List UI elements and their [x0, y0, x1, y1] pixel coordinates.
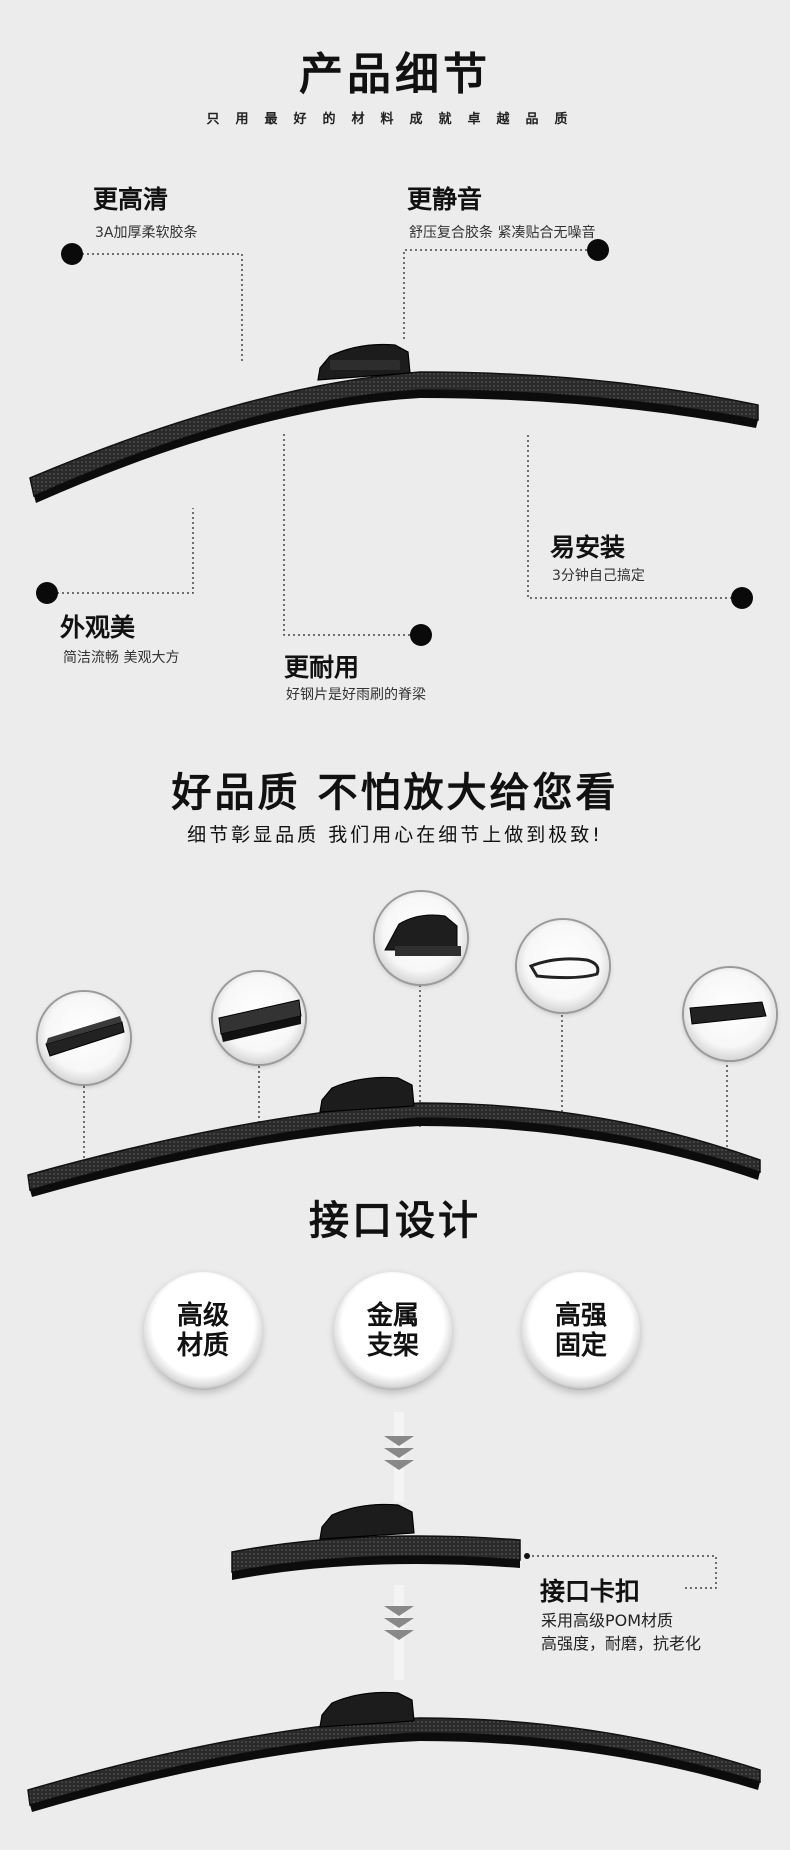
- clip-title: 接口卡扣: [540, 1577, 641, 1606]
- badge-line: 金属: [366, 1301, 419, 1331]
- feature-clear-desc: 3A加厚柔软胶条: [95, 225, 198, 241]
- feature-looks-desc: 简洁流畅 美观大方: [63, 650, 180, 666]
- wiper-blade-main: [29, 343, 759, 503]
- badge-line: 材质: [176, 1331, 229, 1361]
- page-title: 产品细节: [299, 49, 491, 100]
- callout-dot-install: [731, 587, 753, 609]
- badge-premium-material: 高级 材质: [144, 1272, 262, 1390]
- wiper-blade-detail: [27, 1076, 761, 1197]
- clip-desc-2: 高强度，耐磨，抗老化: [541, 1634, 702, 1653]
- feature-durable-title: 更耐用: [284, 653, 360, 682]
- detail-zoom-connector: [375, 892, 467, 984]
- badge-metal-bracket: 金属 支架: [334, 1272, 452, 1390]
- page-subtitle: 只用最好的材料成就卓越品质: [206, 112, 584, 127]
- feature-diagram: [29, 249, 759, 636]
- feature-clear-title: 更高清: [93, 185, 169, 214]
- clip-desc-1: 采用高级POM材质: [541, 1611, 674, 1630]
- callout-dot-clear: [61, 243, 83, 265]
- detail-zoom-rubber-strip: [213, 972, 305, 1064]
- feature-looks-title: 外观美: [60, 613, 136, 642]
- detail-zoom-end-cap: [38, 992, 130, 1084]
- detail-zoom-steel-spine: [517, 920, 609, 1012]
- badge-strong-fixing: 高强 固定: [522, 1272, 640, 1390]
- feature-install-title: 易安装: [550, 533, 626, 562]
- badge-line: 固定: [554, 1331, 607, 1361]
- badge-line: 高级: [176, 1301, 229, 1331]
- callout-dot-looks: [36, 582, 58, 604]
- feature-quiet-title: 更静音: [407, 185, 483, 214]
- callout-dot-quiet: [587, 239, 609, 261]
- callout-dot-durable: [410, 624, 432, 646]
- feature-install-desc: 3分钟自己搞定: [552, 568, 645, 584]
- quality-subtitle: 细节彰显品质 我们用心在细节上做到极致!: [187, 824, 603, 846]
- badge-line: 高强: [554, 1301, 607, 1331]
- interface-title: 接口设计: [309, 1198, 481, 1244]
- feature-quiet-desc: 舒压复合胶条 紧凑贴合无噪音: [409, 225, 596, 241]
- quality-title: 好品质 不怕放大给您看: [171, 770, 619, 816]
- detail-zoom-tip: [684, 968, 776, 1060]
- feature-durable-desc: 好钢片是好雨刷的脊梁: [286, 687, 426, 703]
- badge-line: 支架: [366, 1331, 419, 1361]
